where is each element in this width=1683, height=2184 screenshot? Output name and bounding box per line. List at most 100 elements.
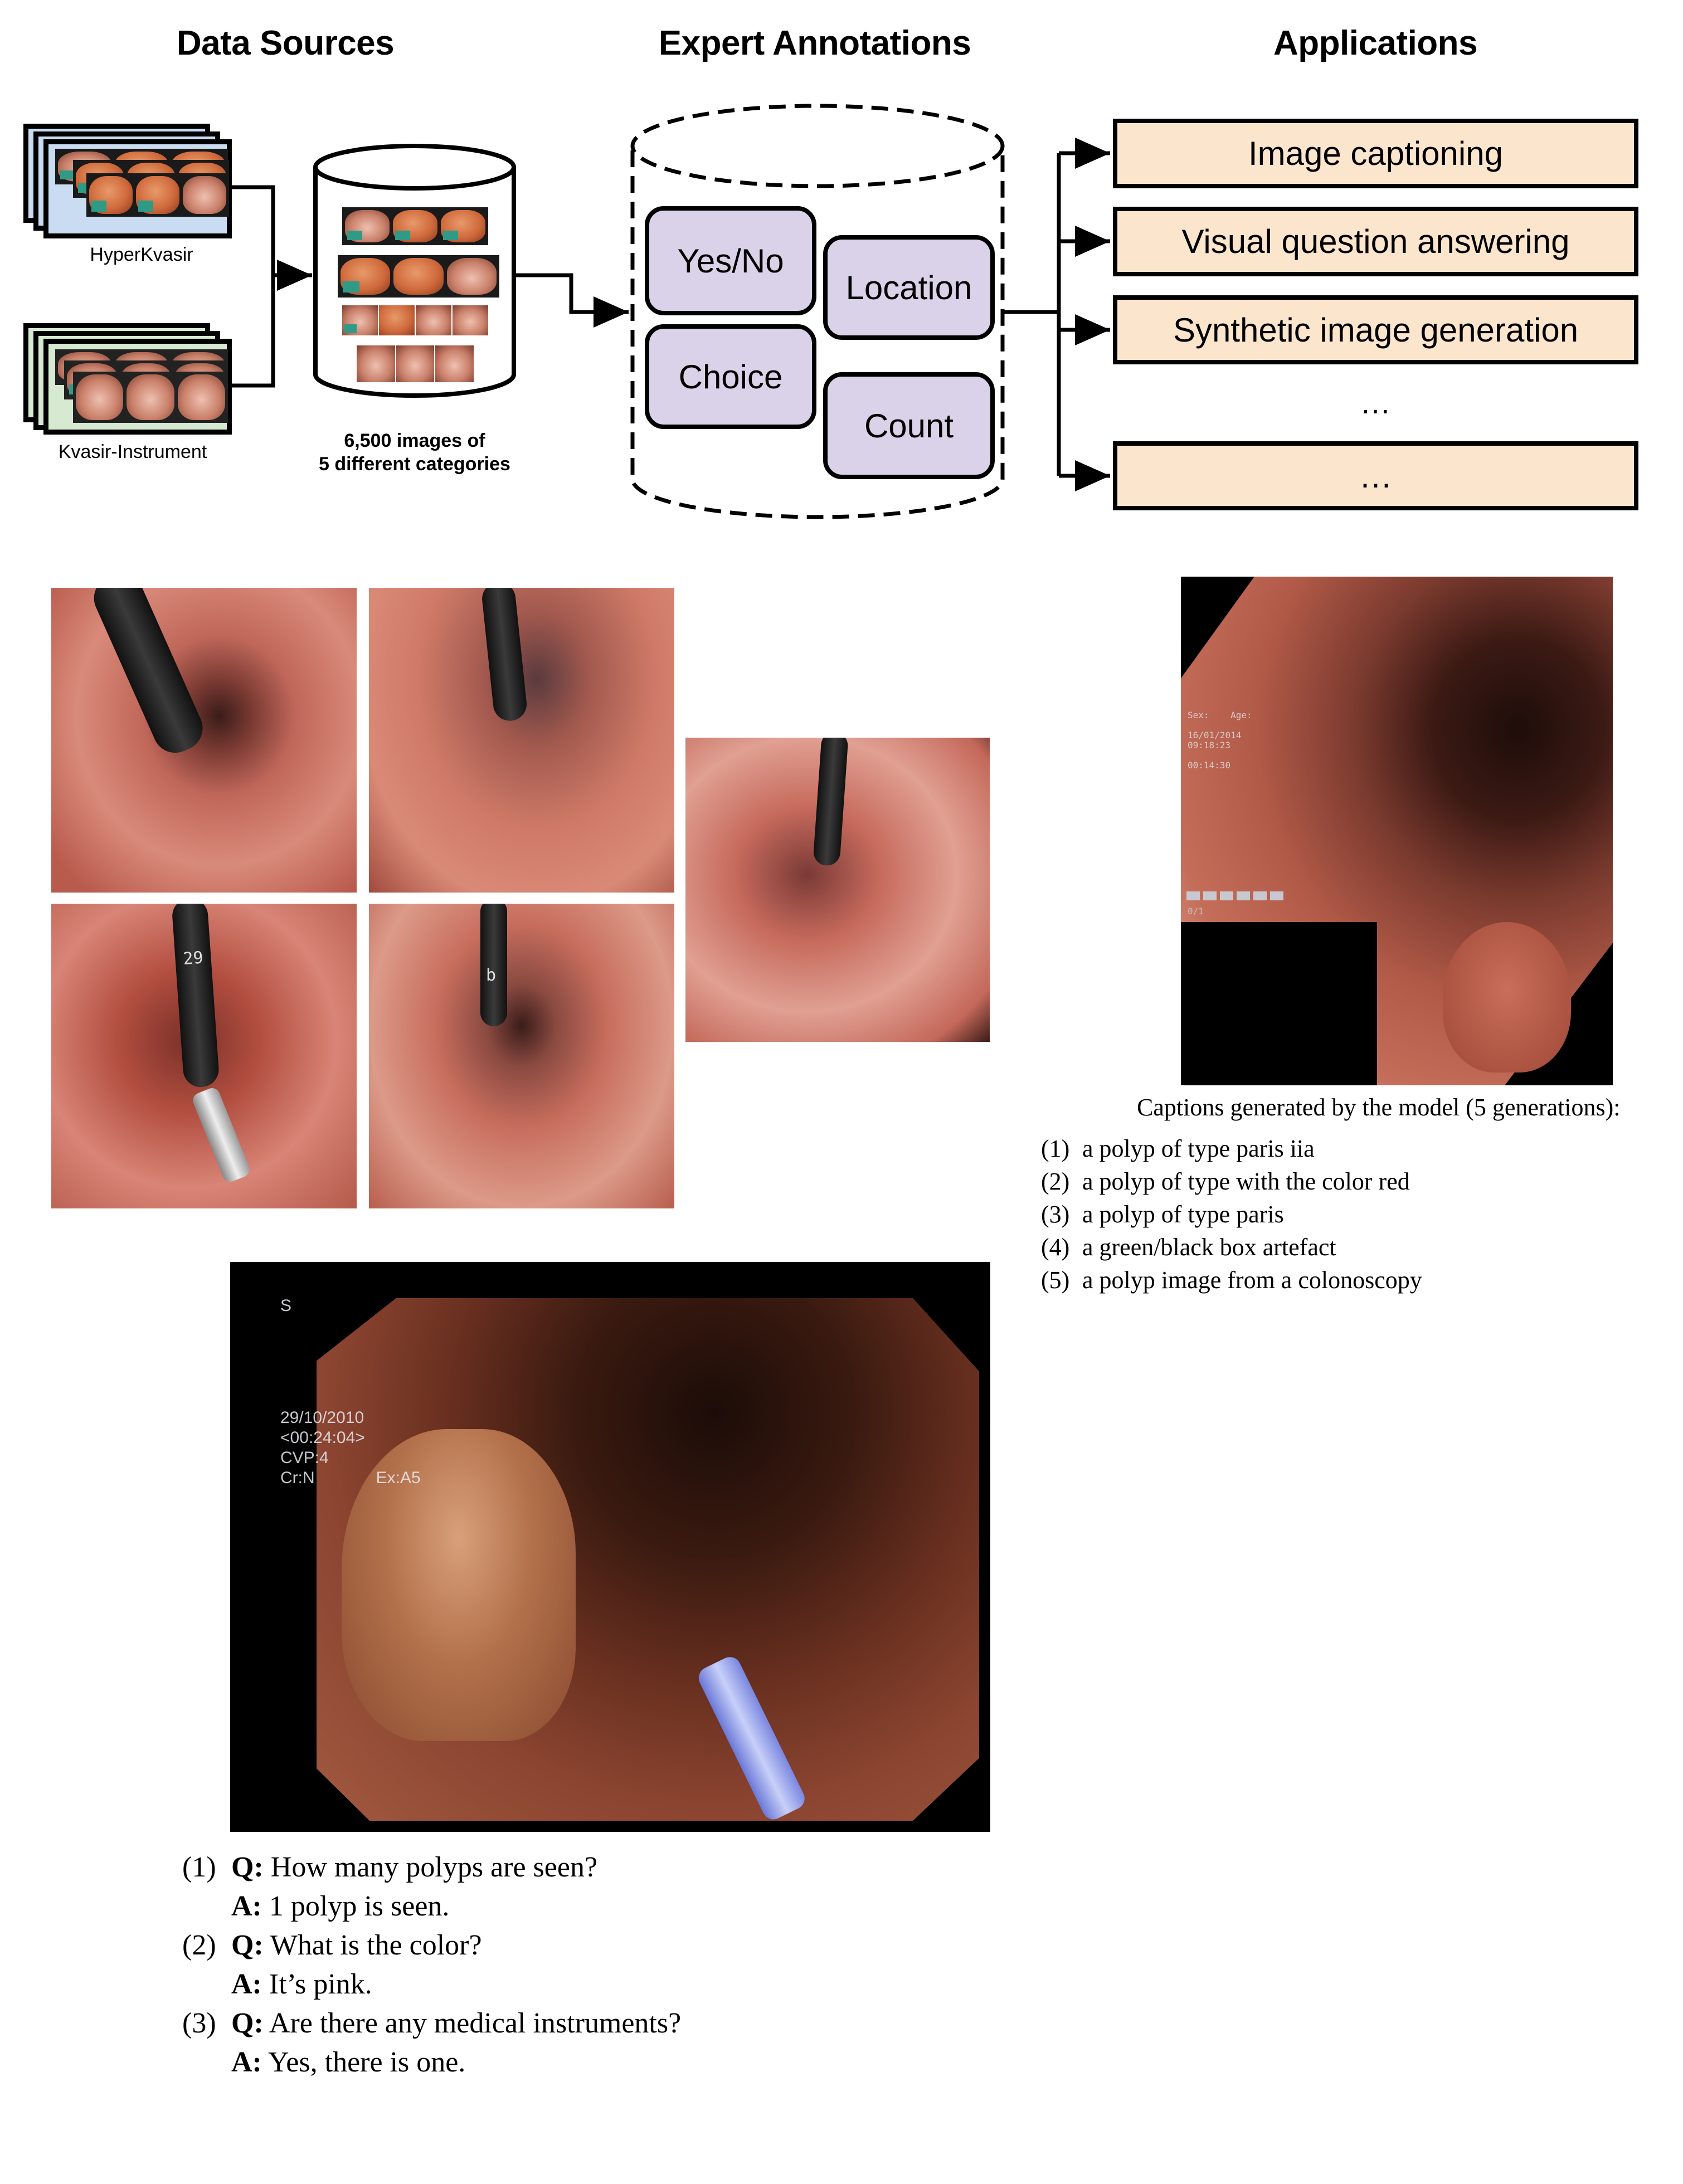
kvasir-instrument-card-front <box>43 339 232 435</box>
caption-number: (5) <box>1041 1266 1070 1294</box>
green-box-artifact <box>343 281 360 292</box>
synthetic-endoscopy-image <box>685 738 990 1042</box>
green-box-artifact <box>344 324 357 333</box>
caption-text: a polyp of type with the color red <box>1082 1168 1410 1195</box>
endoscopy-thumbnail <box>136 176 179 214</box>
endoscopy-thumbnail <box>379 305 415 335</box>
overlay-frame: 0/1 <box>1188 906 1204 916</box>
header-data-sources: Data Sources <box>176 24 395 62</box>
endoscopy-thumbnail <box>89 176 133 214</box>
overlay-elapsed: 00:14:30 <box>1188 760 1231 771</box>
black-box-artifact <box>1181 922 1377 1085</box>
endoscopy-thumbnail <box>357 345 395 382</box>
synthetic-endoscopy-image <box>51 588 357 893</box>
caption-item: (3) a polyp of type paris <box>1041 1200 1284 1228</box>
q-label: Q: <box>231 1851 264 1883</box>
thumb-strip <box>86 173 229 217</box>
overlay-session-info: 29/10/2010 <00:24:04> CVP:4 Cr:N Ex:A5 <box>280 1408 421 1488</box>
endoscopy-thumbnail <box>341 258 391 295</box>
header-expert-annotations: Expert Annotations <box>658 24 971 62</box>
overlay-cr-value: Cr:N <box>280 1469 315 1487</box>
application-image-captioning: Image captioning <box>1113 119 1638 188</box>
db-thumb-row-1 <box>342 207 488 245</box>
thumb-strip <box>73 372 228 423</box>
endoscope-tube: b <box>480 904 507 1026</box>
question-text: How many polyps are seen? <box>270 1851 598 1883</box>
endoscopy-thumbnail <box>416 305 451 335</box>
overlay-time: <00:24:04> <box>280 1429 365 1447</box>
db-thumb-row-2 <box>338 255 499 298</box>
database-caption-line2: 5 different categories <box>319 454 510 475</box>
endoscopy-thumbnail <box>396 345 435 382</box>
caption-number: (1) <box>1041 1135 1070 1162</box>
green-box-artifact <box>395 230 411 240</box>
endoscopy-thumbnail <box>127 374 174 420</box>
header-applications: Applications <box>1273 24 1478 62</box>
applications-ellipsis: … <box>1360 385 1391 420</box>
annotation-count: Count <box>823 372 995 479</box>
wire-kvasir-instrument <box>232 275 275 388</box>
endoscopy-thumbnail <box>177 374 225 420</box>
polyp <box>342 1429 576 1741</box>
kvasir-instrument-label: Kvasir-Instrument <box>58 441 207 462</box>
hyperkvasir-label: HyperKvasir <box>90 244 193 265</box>
answer-text: 1 polyp is seen. <box>269 1890 450 1922</box>
annotation-location: Location <box>823 235 995 340</box>
endoscopy-thumbnail <box>393 210 437 242</box>
tissue-texture <box>369 588 674 893</box>
caption-number: (3) <box>1041 1201 1070 1228</box>
overlay-cvp: CVP:4 <box>280 1449 329 1467</box>
vqa-number: (1) <box>182 1851 216 1883</box>
overlay-progress-blocks <box>1186 891 1287 900</box>
tissue-texture <box>369 904 674 1208</box>
overlay-cr: Cr:N Ex:A5 <box>280 1468 421 1488</box>
endoscopy-thumbnail <box>345 210 390 242</box>
database-caption-line1: 6,500 images of <box>344 430 485 451</box>
a-label: A: <box>231 1968 262 2000</box>
overlay-time: 09:18:23 <box>1188 740 1231 750</box>
synthetic-endoscopy-image: b <box>369 904 674 1208</box>
q-label: Q: <box>231 2007 264 2039</box>
polyp <box>1443 922 1571 1072</box>
endoscopy-thumbnail <box>183 176 226 214</box>
endoscopy-thumbnail <box>446 258 497 295</box>
database-caption: 6,500 images of 5 different categories <box>319 429 510 476</box>
synthetic-endoscopy-image <box>369 588 674 893</box>
captions-title: Captions generated by the model (5 gener… <box>1137 1094 1621 1121</box>
caption-item: (4)a green/black box artefact <box>1041 1233 1336 1261</box>
application-more: … <box>1113 441 1638 510</box>
application-synthetic-image-generation: Synthetic image generation <box>1113 295 1638 364</box>
a-label: A: <box>231 2046 262 2078</box>
caption-text: a polyp image from a colonoscopy <box>1082 1266 1422 1294</box>
vqa-question: (2)Q: What is the color? <box>182 1929 482 1962</box>
arrow-to-annotations <box>514 273 629 328</box>
answer-text: Yes, there is one. <box>267 2046 466 2078</box>
annotation-yes-no: Yes/No <box>645 206 816 315</box>
endoscopy-thumbnail <box>393 258 444 295</box>
vqa-answer: A: 1 polyp is seen. <box>231 1890 449 1923</box>
db-thumb-row-3 <box>342 305 488 335</box>
overlay-patient-info: Sex: Age: 16/01/2014 09:18:23 00:14:30 <box>1188 710 1252 771</box>
overlay-date: 29/10/2010 <box>280 1408 364 1427</box>
green-box-artifact <box>443 230 459 240</box>
q-label: Q: <box>231 1929 264 1961</box>
endoscopy-thumbnail <box>441 210 485 242</box>
application-visual-question-answering: Visual question answering <box>1113 207 1638 276</box>
caption-text: a polyp of type paris <box>1082 1201 1284 1228</box>
endoscopy-thumbnail <box>76 374 124 420</box>
annotation-cylinder-outline <box>630 104 1005 519</box>
db-thumb-row-4 <box>357 345 474 382</box>
hyperkvasir-card-front <box>43 139 232 238</box>
vqa-number: (2) <box>182 1929 216 1961</box>
green-box-artifact <box>347 230 363 240</box>
synthetic-endoscopy-image: 29 <box>51 904 357 1208</box>
tissue-texture <box>51 588 357 893</box>
vqa-question: (3)Q: Are there any medical instruments? <box>182 2007 681 2040</box>
scope-marking: b <box>486 966 497 985</box>
endoscopy-thumbnail <box>342 305 378 335</box>
caption-item: (5) a polyp image from a colonoscopy <box>1041 1266 1422 1294</box>
annotation-choice: Choice <box>645 324 816 429</box>
overlay-ex-value: Ex:A5 <box>376 1469 421 1487</box>
caption-item: (1)a polyp of type paris iia <box>1041 1134 1315 1163</box>
